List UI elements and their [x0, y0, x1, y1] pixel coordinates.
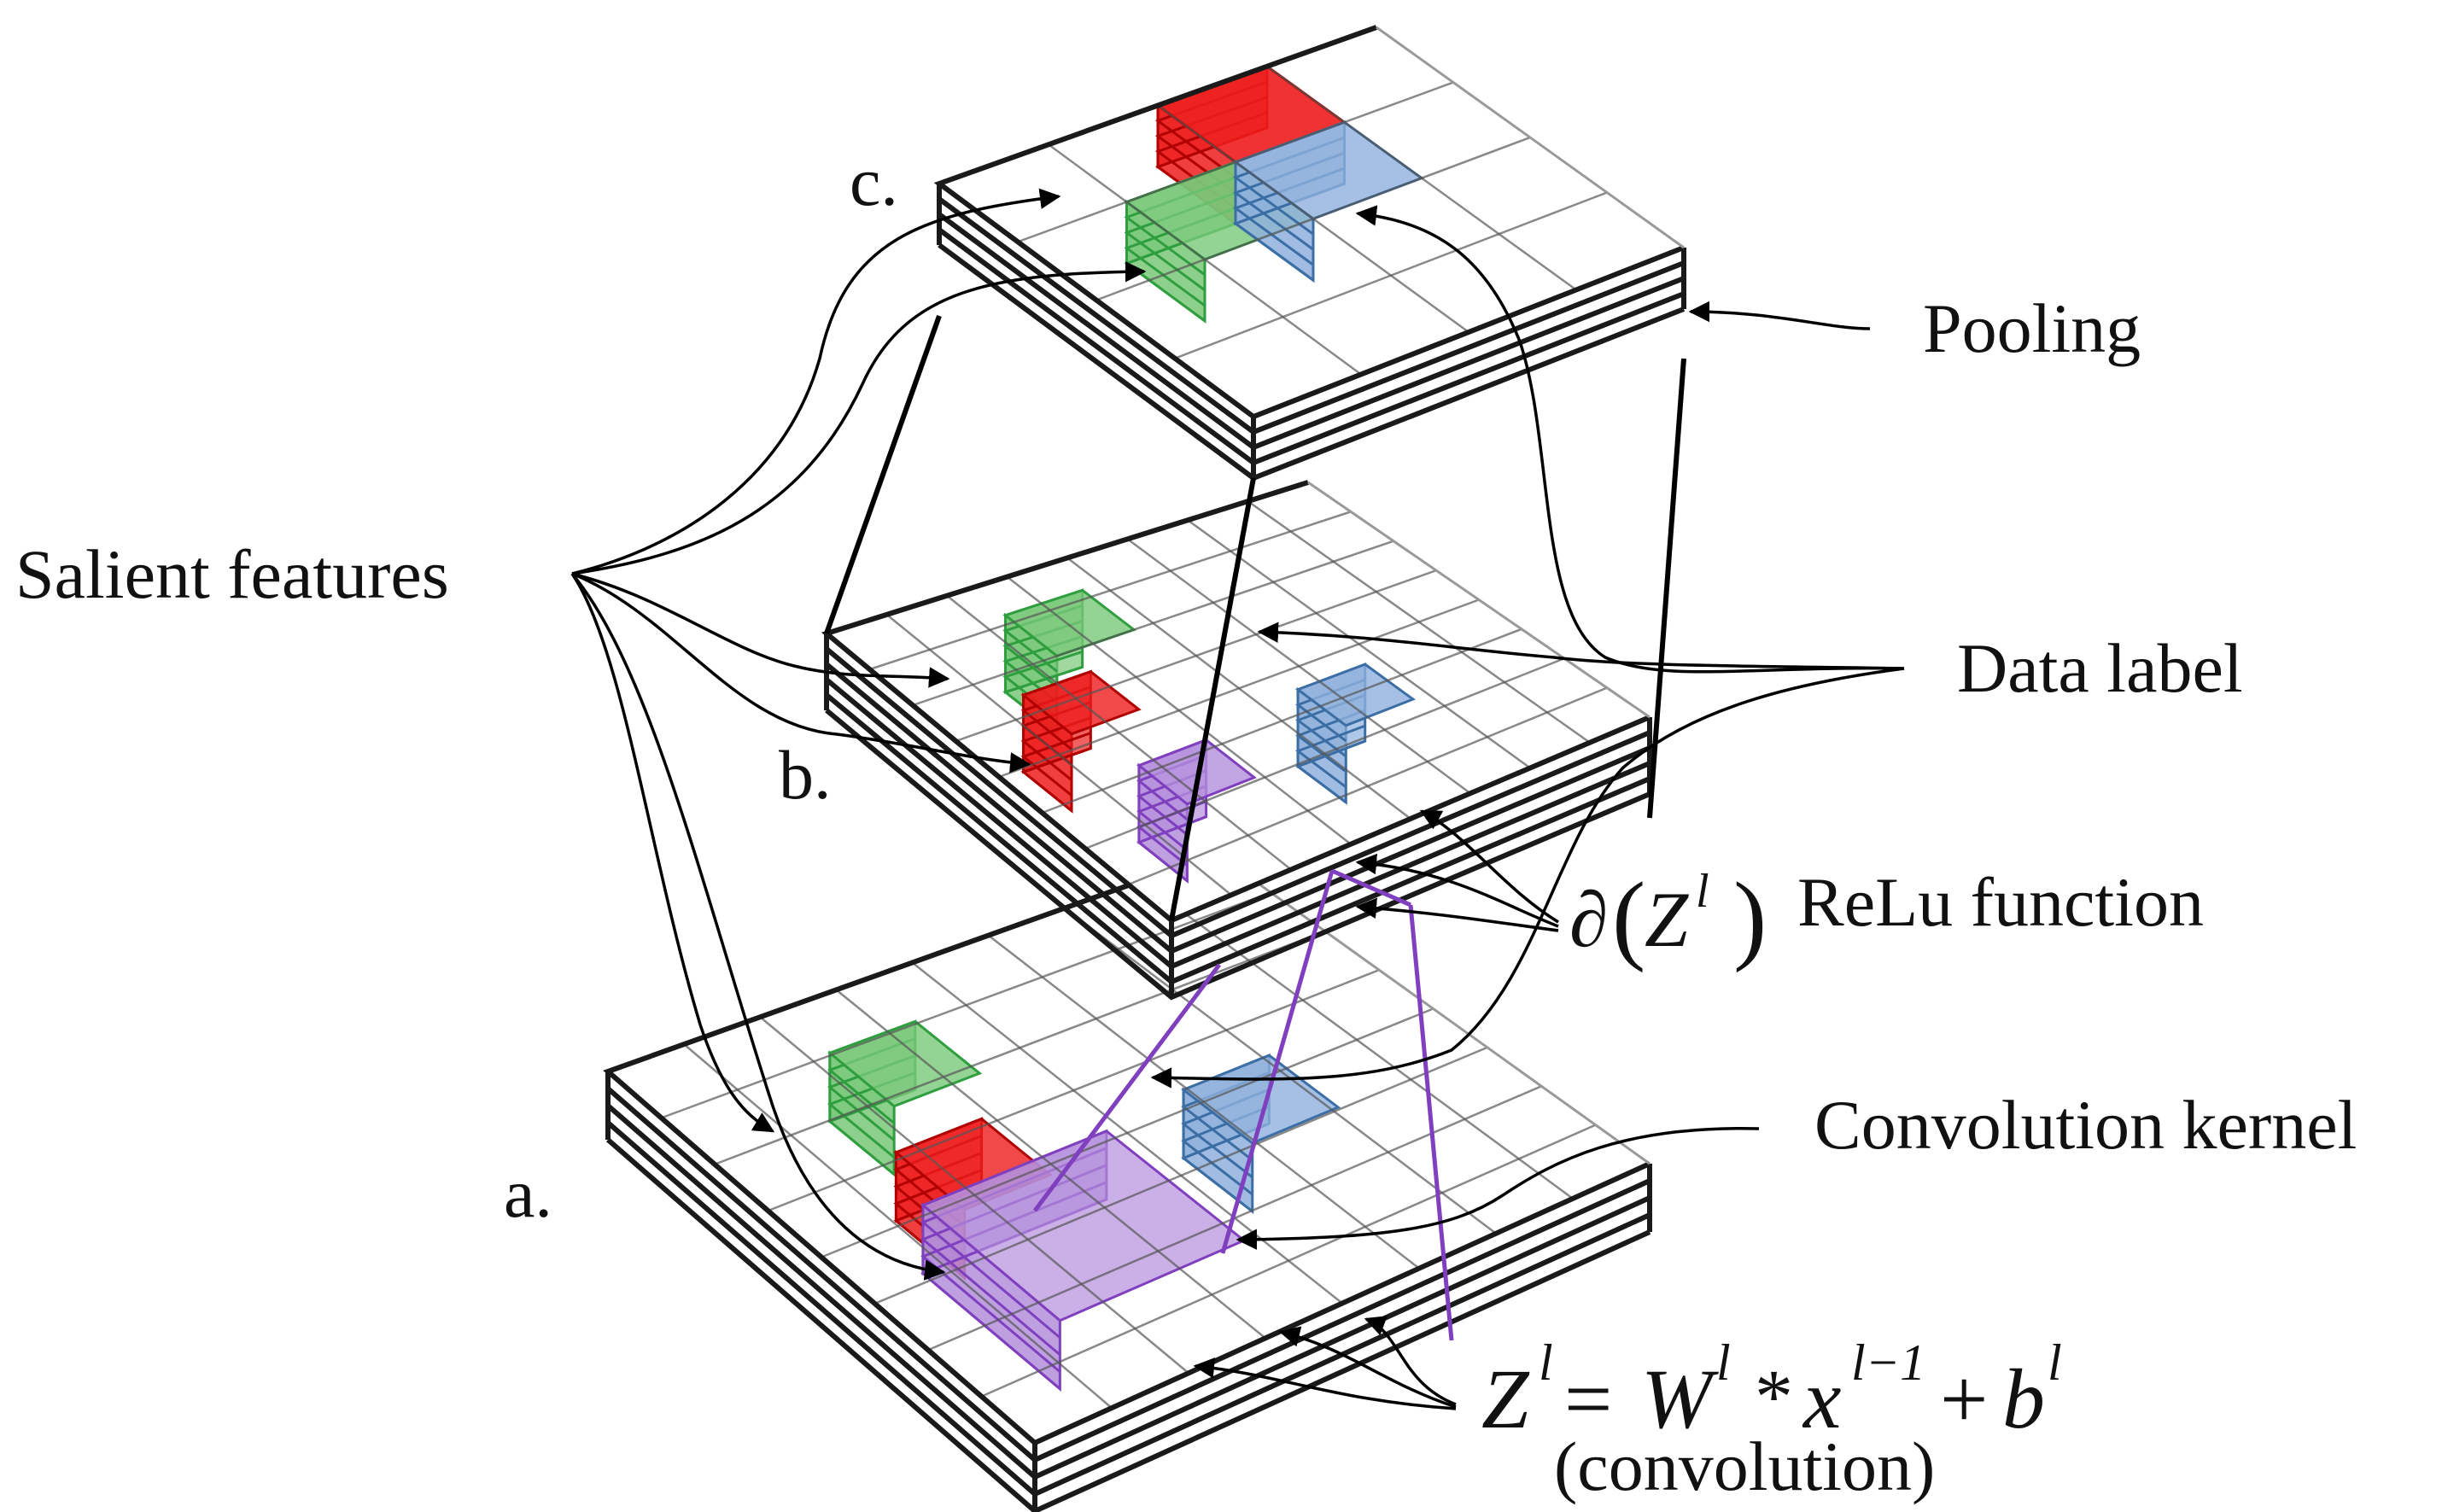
- eq-star: *: [1755, 1355, 1793, 1439]
- annotation-leader-lines: [570, 188, 1905, 1410]
- leader-salient-to-c-red: [571, 188, 1061, 575]
- kernel-connector-top: [1331, 868, 1411, 908]
- leader-relu-1: [1419, 809, 1559, 924]
- eq-x: x: [1802, 1351, 1841, 1446]
- eq-caption: (convolution): [1554, 1427, 1935, 1505]
- layer-b-back-edge: [1307, 481, 1651, 719]
- layer-a-grid-line: [1063, 907, 1497, 1235]
- relu-open-paren: (: [1612, 861, 1645, 973]
- eq-equals: =: [1564, 1351, 1612, 1446]
- layer-c-grid-line: [1157, 104, 1469, 334]
- data-label-label: Data label: [1957, 629, 2243, 707]
- relu-sup: l: [1696, 865, 1709, 918]
- leader-data-to-b-blue: [1257, 622, 1905, 670]
- relu-function-label: ∂ ( Z l ) ReLu function: [1569, 861, 2204, 973]
- layer-b-grid-line: [1084, 657, 1565, 850]
- layer-b-label: b.: [779, 736, 832, 814]
- eq-x-sup: l−1: [1851, 1334, 1925, 1391]
- leader-salient-to-a-red: [570, 572, 946, 1281]
- layer-c-feature-map: [933, 25, 1686, 482]
- layer-c-outline: [933, 25, 1686, 420]
- leader-salient-to-c-green: [571, 260, 1147, 575]
- layer-b-outline: [821, 480, 1651, 924]
- leader-conv-kernel: [1236, 1127, 1760, 1250]
- leader-salient-to-b-red: [571, 572, 1031, 774]
- layer-a-grid-line: [911, 961, 1343, 1305]
- eq-lhs-sup: l: [1539, 1334, 1553, 1391]
- layer-connectors: [824, 314, 1686, 1341]
- layer-a-grid-line: [987, 934, 1420, 1270]
- layer-c-grid-line: [1174, 191, 1608, 359]
- leader-salient-to-a-green: [570, 573, 775, 1133]
- kernel-connector-1: [1033, 963, 1221, 1212]
- leader-eq-2: [1278, 1326, 1457, 1409]
- layer-a-outline: [603, 851, 1651, 1446]
- layer-b-grid-line: [1066, 557, 1411, 820]
- leader-data-to-a-blue: [1150, 667, 1905, 1089]
- leader-salient-to-b-green: [571, 572, 950, 688]
- pooling-label: Pooling: [1923, 289, 2141, 367]
- layer-b-top-face: [827, 482, 1650, 920]
- layer-b-feature-map: [821, 480, 1652, 1001]
- eq-plus: +: [1940, 1351, 1988, 1446]
- layer-a-feature-map: [603, 851, 1652, 1512]
- layer-c-label: c.: [850, 143, 898, 220]
- eq-w-sup: l: [1716, 1334, 1731, 1391]
- pool-connector-left: [824, 314, 942, 635]
- layer-a-grid-line: [874, 1046, 1488, 1305]
- relu-text: ReLu function: [1797, 863, 2204, 941]
- eq-w: W: [1641, 1351, 1719, 1446]
- layer-a-back-edge: [1216, 852, 1651, 1165]
- layer-b-blue-cell: [1294, 663, 1416, 727]
- convolution-kernel-label: Convolution kernel: [1814, 1086, 2357, 1164]
- convolution-equation: Z l = W l * x l−1 + b l (convolution): [1481, 1334, 2062, 1505]
- leader-eq-3: [1193, 1357, 1457, 1410]
- layer-a-grid-line: [980, 1124, 1597, 1398]
- pool-connector-front: [1169, 477, 1256, 921]
- relu-close-paren: ): [1733, 861, 1767, 973]
- relu-partial: ∂: [1569, 876, 1608, 963]
- relu-var: Z: [1645, 876, 1689, 963]
- eq-b-sup: l: [2048, 1334, 2062, 1391]
- eq-lhs: Z: [1481, 1351, 1530, 1446]
- eq-b: b: [2002, 1351, 2045, 1446]
- layer-c-back-edge: [1376, 26, 1685, 249]
- leader-eq-1: [1364, 1316, 1457, 1406]
- leader-pooling: [1688, 301, 1871, 330]
- layer-b-blue-cell-slice: [1294, 724, 1366, 788]
- layer-b-grid-line: [1247, 500, 1591, 744]
- pool-connector-right: [1647, 358, 1686, 819]
- layer-c-grid-line: [1266, 65, 1577, 291]
- layer-a-label: a.: [504, 1154, 552, 1232]
- salient-features-label: Salient features: [15, 535, 449, 613]
- layer-a-blue-cell: [1181, 1054, 1341, 1145]
- kernel-connector-3: [1408, 904, 1454, 1341]
- layer-b-grid-line: [1187, 519, 1531, 769]
- leader-data-to-c-blue: [1355, 205, 1905, 674]
- layer-b-grid-line: [1042, 628, 1522, 814]
- layer-b-grid-line: [1126, 538, 1471, 795]
- layer-b-blue-cell-slice: [1294, 739, 1366, 803]
- leader-relu-3: [1355, 897, 1559, 932]
- kernel-connector-2: [1220, 870, 1335, 1254]
- leader-relu-2: [1355, 853, 1559, 928]
- layer-b-grid-line: [1128, 686, 1608, 886]
